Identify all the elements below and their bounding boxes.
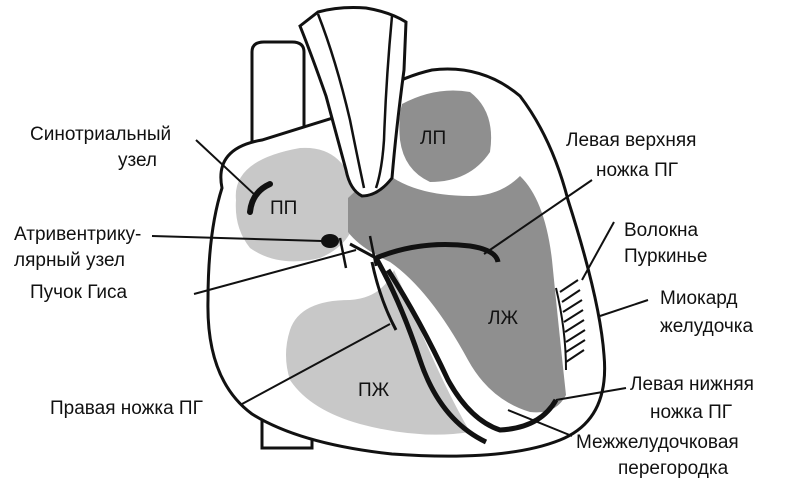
label-left-upper-branch-line1: Левая верхняя [566,130,696,151]
label-av-node-line2: лярный узел [14,250,125,271]
av-node [321,234,339,248]
label-purkinje-line1: Волокна [624,220,698,241]
leader-purkinje [582,222,614,280]
label-purkinje-line2: Пуркинье [624,246,707,267]
label-right-bundle-branch: Правая ножка ПГ [50,398,203,419]
label-left-upper-branch-line2: ножка ПГ [596,160,678,181]
label-av-node-line1: Атривентрику- [14,224,141,245]
label-left-lower-branch-line2: ножка ПГ [650,402,732,423]
label-his-bundle: Пучок Гиса [30,282,128,303]
label-myocardium-line1: Миокард [660,288,738,309]
label-right-ventricle: ПЖ [358,380,390,401]
label-left-atrium: ЛП [420,128,446,149]
label-septum-line2: перегородка [618,458,729,479]
label-left-ventricle: ЛЖ [488,308,518,329]
label-myocardium-line2: желудочка [660,316,753,337]
leader-myocardium [600,300,648,316]
label-right-atrium: ПП [270,198,297,219]
label-sa-node-line2: узел [118,150,157,171]
label-left-lower-branch-line1: Левая нижняя [630,374,754,395]
label-sa-node-line1: Синотриальный [30,124,171,145]
label-septum-line1: Межжелудочковая [576,432,739,453]
